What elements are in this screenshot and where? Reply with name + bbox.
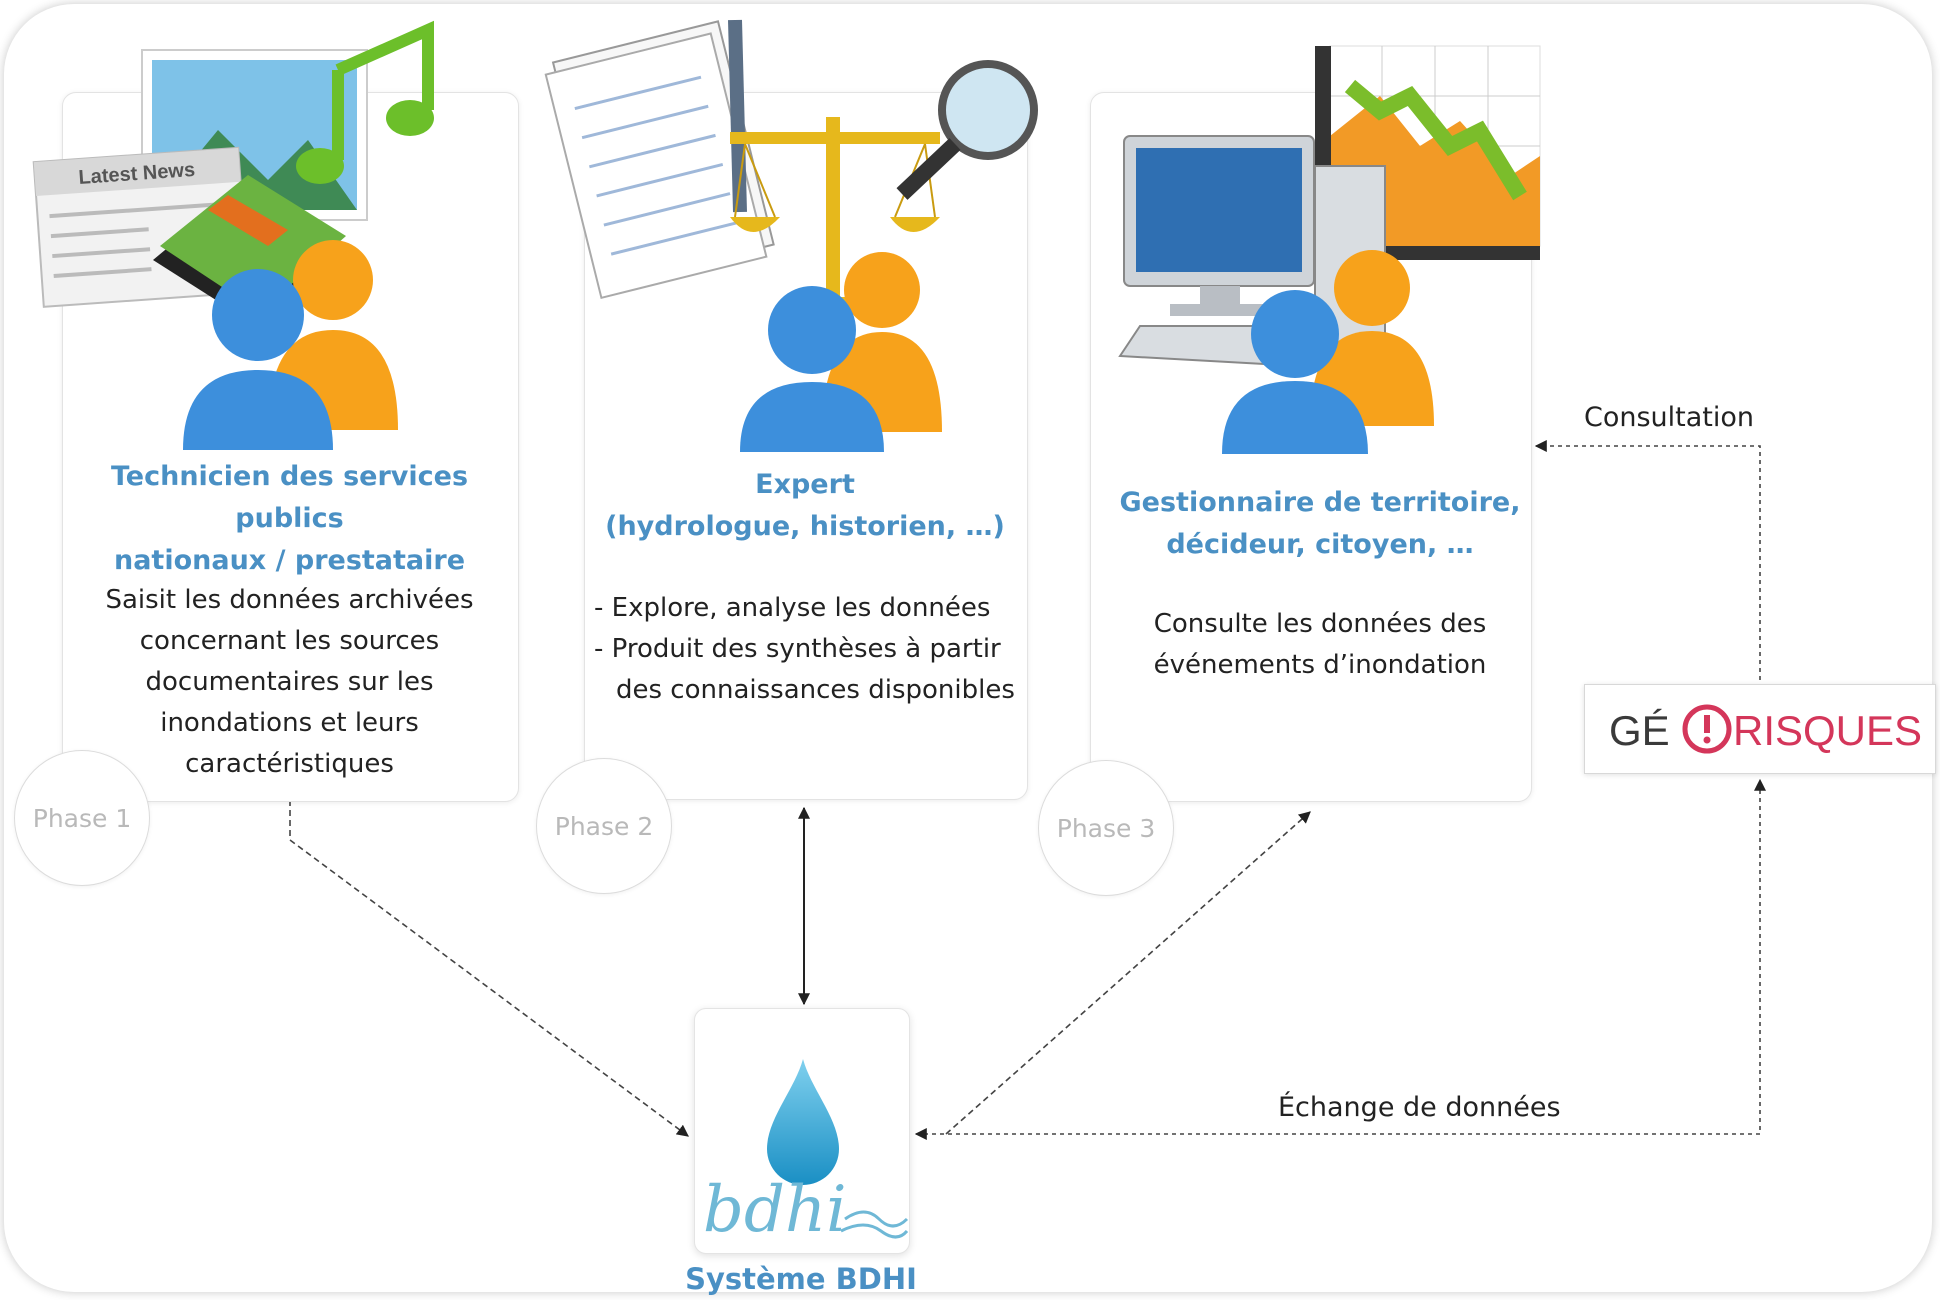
- phase-1-illustration: Latest News: [32, 20, 434, 450]
- bdhi-logo-graphic: bdhi: [703, 1059, 909, 1247]
- phase-3-role: Gestionnaire de territoire, décideur, ci…: [1119, 487, 1521, 560]
- users-icon: [740, 252, 942, 452]
- phase-1-role: Technicien des services publics nationau…: [110, 461, 469, 576]
- georisques-suffix: RISQUES: [1733, 707, 1922, 754]
- edge-phase1-to-bdhi: [289, 800, 689, 1137]
- phase-2-role: Expert (hydrologue, historien, …): [605, 469, 1005, 542]
- users-icon: [1222, 250, 1434, 454]
- edge-consultation: [1534, 440, 1761, 680]
- bdhi-logo: bdhi: [694, 1008, 910, 1254]
- magnifier-icon: [896, 60, 1038, 200]
- phase-3-illustration: [1118, 45, 1541, 454]
- phase-2-badge: Phase 2: [536, 758, 672, 894]
- phase-3-description: Consulte les données des événements d’in…: [1153, 609, 1487, 680]
- bdhi-caption: Système BDHI: [685, 1262, 917, 1296]
- phase-1-badge: Phase 1: [14, 750, 150, 886]
- georisques-prefix: GÉ: [1609, 707, 1670, 754]
- phase-2-bullet: - Explore, analyse les données: [594, 593, 991, 623]
- svg-text:bdhi: bdhi: [703, 1173, 847, 1247]
- georisques-o-icon: [1682, 704, 1732, 754]
- consultation-label: Consultation: [1584, 402, 1755, 433]
- edge-exchange-bdhi-georisques: [914, 778, 1766, 1140]
- georisques-logo: GÉ RISQUES: [1584, 684, 1936, 774]
- phase-2-description: - Explore, analyse les données - Produit…: [594, 588, 1024, 711]
- document-icon: [544, 20, 775, 300]
- users-icon: [183, 240, 398, 450]
- phase-2-illustration: [544, 19, 1038, 452]
- phase-2-bullet: - Produit des synthèses à partir des con…: [594, 634, 1015, 705]
- exchange-label: Échange de données: [1278, 1092, 1561, 1123]
- phase-3-badge: Phase 3: [1038, 760, 1174, 896]
- scales-icon: [730, 117, 940, 313]
- music-notes-icon: [296, 20, 434, 184]
- water-drop-icon: [767, 1059, 839, 1185]
- phase-1-description: Saisit les données archivées concernant …: [105, 585, 474, 779]
